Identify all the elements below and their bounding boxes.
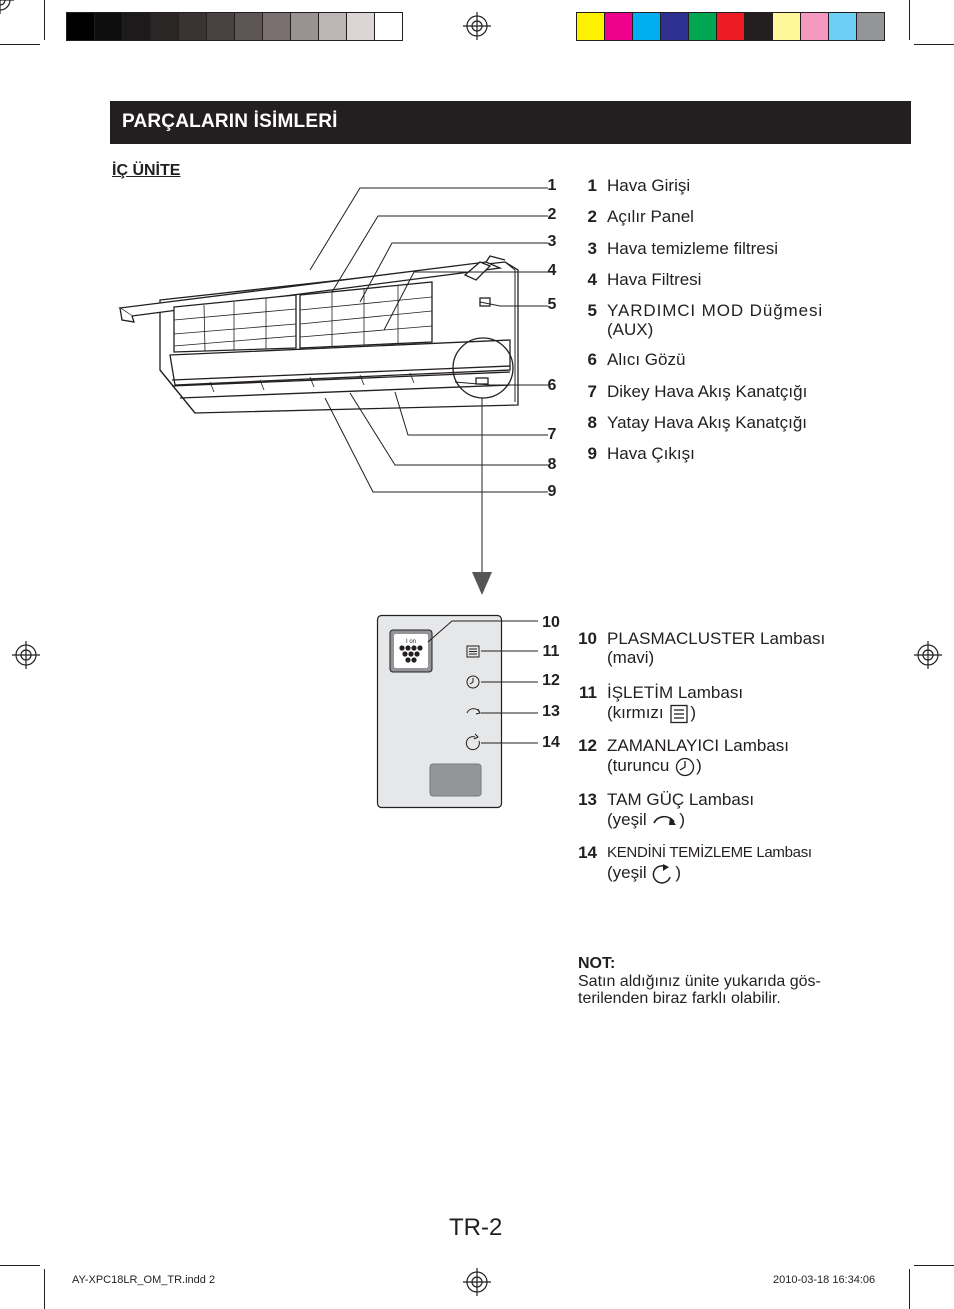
color-swatch	[207, 13, 235, 40]
list-item: 12 ZAMANLAYICI Lambası (turuncu )	[578, 736, 790, 776]
registration-mark-left-icon	[11, 640, 41, 670]
color-swatch	[689, 13, 717, 40]
registration-mark-right-icon	[913, 640, 943, 670]
operation-lamp-icon	[466, 645, 480, 658]
self-clean-icon	[465, 733, 480, 751]
list-item: 10 PLASMACLUSTER Lambası (mavi)	[578, 629, 826, 667]
banner-title: PARÇALARIN İSİMLERİ	[122, 111, 338, 132]
color-swatch	[577, 13, 605, 40]
callout-number: 5	[547, 296, 557, 313]
page-number: TR-2	[449, 1214, 503, 1241]
color-swatch	[717, 13, 745, 40]
footer-timestamp: 2010-03-18 16:34:06	[773, 1274, 876, 1286]
callout-number: 7	[547, 426, 557, 443]
color-swatch	[179, 13, 207, 40]
grayscale-color-bar	[66, 12, 403, 41]
self-clean-icon	[653, 863, 672, 884]
color-swatch	[263, 13, 291, 40]
registration-mark-top-icon	[462, 11, 492, 41]
operation-lamp-icon	[670, 704, 689, 723]
callout-number: 3	[547, 233, 557, 250]
color-swatch	[291, 13, 319, 40]
color-swatch	[151, 13, 179, 40]
callout-number: 1	[547, 177, 557, 194]
callout-number: 12	[542, 672, 560, 689]
indoor-unit-heading: İÇ ÜNİTE	[112, 162, 181, 179]
color-swatch	[605, 13, 633, 40]
color-swatch	[829, 13, 857, 40]
process-color-bar	[576, 12, 885, 41]
callout-number: 11	[542, 643, 560, 660]
callout-number: 14	[542, 734, 560, 751]
color-swatch	[857, 13, 884, 40]
note-line: terilenden biraz farklı olabilir.	[578, 990, 781, 1007]
callout-number: 4	[547, 262, 557, 279]
ion-label: I on	[406, 639, 416, 645]
color-swatch	[773, 13, 801, 40]
full-power-icon	[466, 708, 481, 715]
indoor-unit-illustration	[118, 187, 548, 595]
color-swatch	[319, 13, 347, 40]
list-item: 14 KENDİNİ TEMİZLEME Lambası (yeşil )	[578, 843, 812, 884]
callout-number: 6	[547, 377, 557, 394]
color-swatch	[745, 13, 773, 40]
color-swatch	[95, 13, 123, 40]
signal-receiver-window	[429, 763, 482, 797]
registration-mark-bottom-icon	[462, 1267, 492, 1297]
color-swatch	[633, 13, 661, 40]
callout-number: 2	[547, 206, 557, 223]
full-power-icon	[653, 815, 677, 825]
color-swatch	[375, 13, 402, 40]
display-panel-illustration: I on	[376, 614, 538, 809]
callout-number: 8	[547, 456, 557, 473]
timer-clock-icon	[466, 675, 480, 689]
note-line: Satın aldığınız ünite yukarıda gös-	[578, 973, 821, 990]
note-body: Satın aldığınız ünite yukarıda gös- teri…	[578, 973, 848, 1007]
footer-filename: AY-XPC18LR_OM_TR.indd 2	[72, 1274, 216, 1286]
list-item: 11 İŞLETİM Lambası (kırmızı )	[579, 683, 744, 723]
section-banner: PARÇALARIN İSİMLERİ	[110, 101, 911, 144]
plasmacluster-lamp-icon	[399, 645, 423, 663]
callout-number: 9	[547, 483, 557, 500]
callout-number: 13	[542, 703, 560, 720]
list-item: 13 TAM GÜÇ Lambası (yeşil )	[578, 790, 755, 829]
color-swatch	[67, 13, 95, 40]
color-swatch	[235, 13, 263, 40]
color-swatch	[801, 13, 829, 40]
list-item: 5 YARDIMCI MOD Düğmesi (AUX)	[587, 301, 824, 339]
color-swatch	[123, 13, 151, 40]
color-swatch	[347, 13, 375, 40]
color-swatch	[661, 13, 689, 40]
note-heading: NOT:	[578, 955, 616, 972]
timer-clock-icon	[675, 757, 695, 776]
callout-number: 10	[542, 614, 560, 631]
